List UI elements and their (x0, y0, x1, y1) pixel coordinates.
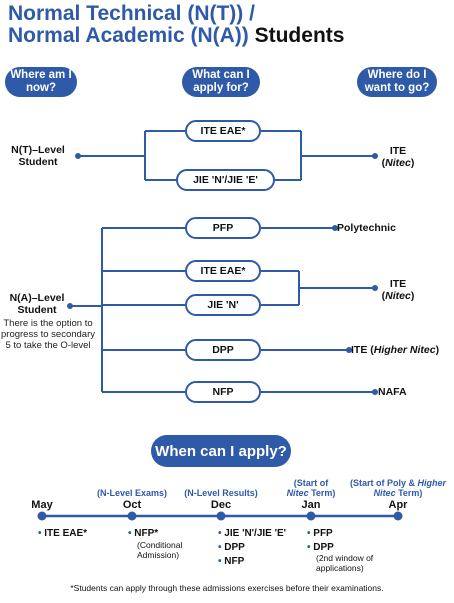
jan-item-pfp: • PFP (307, 528, 333, 539)
footnote: *Students can apply through these admiss… (70, 583, 384, 593)
month-dec: Dec (210, 499, 232, 511)
jan-item-label-1: PFP (313, 528, 333, 539)
nt-destination-ite-label: ITE (389, 145, 407, 157)
destination-polytechnic: Polytechnic (337, 222, 396, 234)
header-what-can-i-apply-for: What can I apply for? (182, 67, 260, 97)
may-item-label: ITE EAE* (44, 528, 88, 539)
oct-item-sub: (Conditional Admission) (137, 540, 183, 560)
page-title-line1: Normal Technical (N(T)) / (8, 2, 255, 25)
jan-item-sub: (2nd window of applications) (316, 553, 374, 573)
nt-destination-ite: ITE(Nitec) (381, 145, 415, 169)
jan-item-label-2: DPP (313, 542, 334, 553)
option-ite-eae-nt: ITE EAE* (185, 120, 261, 142)
option-nfp: NFP (185, 381, 261, 403)
na-destination-ite: ITE(Nitec) (381, 278, 415, 302)
title-blue-part: Normal Academic (N(A)) (8, 24, 249, 47)
month-jan: Jan (301, 499, 321, 511)
month-oct: Oct (122, 499, 142, 511)
ite-higher-prefix: ITE ( (351, 344, 374, 356)
note-oct: (N-Level Exams) (96, 488, 168, 498)
nt-destination-nitec: Nitec (385, 157, 411, 169)
option-dpp: DPP (185, 339, 261, 361)
destination-ite-higher-nitec: ITE (Higher Nitec) (351, 344, 453, 356)
jan-item-dpp: • DPP (307, 542, 334, 553)
dec-item-nfp: • NFP (218, 556, 245, 567)
na-destination-ite-label: ITE (389, 278, 407, 290)
na-student-label: N(A)–Level Student (9, 292, 65, 316)
option-ite-eae-na: ITE EAE* (185, 260, 261, 282)
destination-nafa: NAFA (378, 386, 407, 398)
option-jie-n: JIE 'N' (185, 294, 261, 316)
month-apr: Apr (388, 499, 408, 511)
dec-item-label-1: JIE 'N'/JIE 'E' (224, 528, 287, 539)
dec-item-label-2: DPP (224, 542, 245, 553)
page-title-line2: Normal Academic (N(A)) Students (8, 24, 344, 48)
dec-item-dpp: • DPP (218, 542, 245, 553)
ite-higher-italic: Higher Nitec (373, 344, 436, 356)
nt-student-label: N(T)–Level Student (11, 144, 65, 168)
dec-item-jie: • JIE 'N'/JIE 'E' (218, 528, 287, 539)
option-pfp: PFP (185, 217, 261, 239)
dec-item-label-3: NFP (224, 556, 245, 567)
na-secondary5-note: There is the option to progress to secon… (1, 318, 95, 351)
option-jie-n-e: JIE 'N'/JIE 'E' (176, 169, 275, 191)
oct-item-label: NFP* (134, 528, 159, 539)
month-may: May (31, 499, 53, 511)
oct-item-nfp: • NFP* (128, 528, 159, 539)
ite-higher-suffix: ) (435, 344, 440, 356)
na-destination-nitec: Nitec (385, 290, 411, 302)
header-where-am-i-now: Where am I now? (5, 67, 77, 97)
title-dark-part: Students (254, 24, 345, 47)
may-item-ite-eae: • ITE EAE* (38, 528, 88, 539)
header-where-do-i-want-to-go: Where do I want to go? (357, 67, 437, 97)
note-dec: (N-Level Results) (184, 488, 258, 498)
when-can-i-apply-heading: When can I apply? (151, 435, 291, 467)
